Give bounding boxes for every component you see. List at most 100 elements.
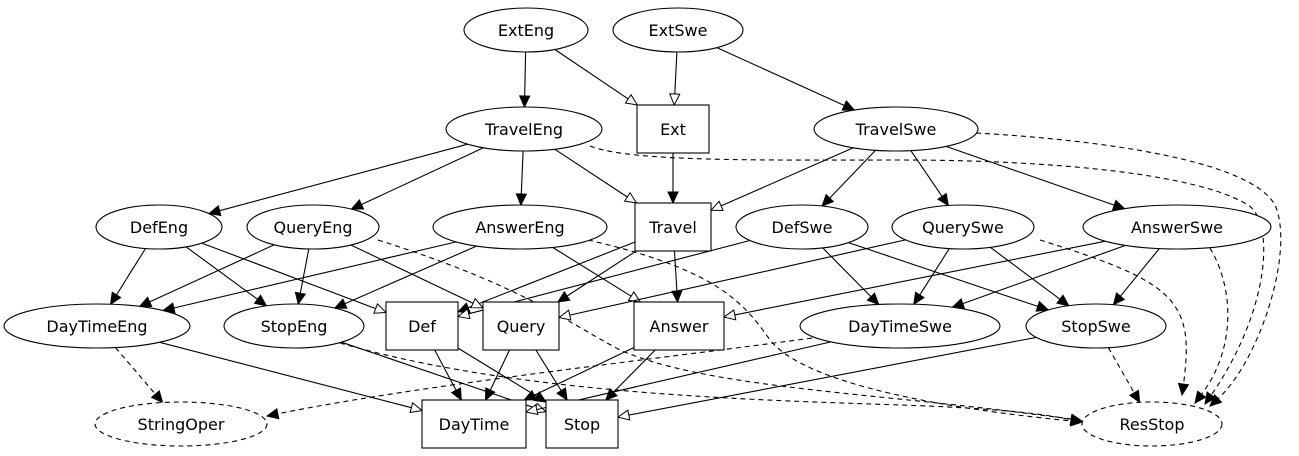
edge-travelswe-to-answerswe-arrowhead	[1111, 199, 1126, 211]
edge-defswe-to-daytimeswe-line	[822, 247, 872, 298]
edge-query-to-daytime-arrowhead	[484, 387, 496, 402]
edge-exteng-to-traveleng-arrowhead	[518, 95, 531, 109]
edge-extswe-to-travelswe-line	[716, 47, 845, 107]
edge-stopswe-to-stop	[616, 336, 1037, 421]
node-answer-label: Answer	[650, 317, 709, 336]
edge-defswe-to-def-arrowhead	[456, 308, 471, 320]
edge-queryswe-to-query	[557, 239, 906, 321]
edge-traveleng-to-defeng-line	[219, 143, 468, 212]
edge-answerswe-to-daytimeswe-line	[962, 244, 1126, 305]
node-daytimeswe-shape	[799, 303, 1001, 349]
node-traveleng-label: TravelEng	[484, 120, 563, 139]
edge-defeng-to-stopeng	[185, 246, 268, 307]
node-extswe: ExtSwe	[612, 7, 744, 53]
edge-stopswe-to-resstop-line	[1107, 347, 1135, 394]
edge-extswe-to-ext	[669, 51, 681, 107]
edge-extswe-to-travelswe	[716, 47, 856, 111]
node-queryeng: QueryEng	[246, 204, 380, 250]
node-answereng-shape	[432, 204, 608, 250]
edge-answereng-to-resstop-line	[587, 239, 1072, 422]
node-travel-label: Travel	[648, 218, 697, 237]
node-stringoper-label: StringOper	[138, 415, 225, 434]
node-answerswe-label: AnswerSwe	[1131, 218, 1223, 237]
edge-queryswe-to-resstop	[1039, 239, 1190, 397]
node-travel-shape	[634, 202, 712, 252]
edge-queryeng-to-query-arrowhead	[470, 297, 485, 309]
edge-travel-to-query	[556, 250, 637, 303]
edge-daytimeeng-to-stringoper	[115, 347, 164, 404]
edge-answereng-to-stopeng	[333, 245, 477, 309]
edge-travel-to-answer-line	[673, 250, 678, 292]
edge-stopswe-to-stop-arrowhead	[616, 409, 631, 421]
node-exteng: ExtEng	[463, 7, 589, 53]
edge-queryswe-to-query-arrowhead	[557, 309, 572, 321]
edge-travel-to-query-arrowhead	[556, 290, 571, 303]
edge-answereng-to-stopeng-line	[344, 245, 477, 305]
edge-exteng-to-ext	[554, 49, 639, 106]
edge-exteng-to-traveleng-line	[524, 51, 527, 97]
node-defswe-label: DefSwe	[772, 218, 833, 237]
edge-daytimeeng-to-daytime	[159, 341, 424, 414]
edge-travel-to-def-line	[467, 241, 636, 309]
edge-defeng-to-def-line	[201, 242, 376, 310]
edge-answer-to-daytime-arrowhead	[523, 389, 538, 401]
edge-traveleng-to-travel-arrowhead	[623, 191, 638, 204]
edge-exteng-to-ext-arrowhead	[624, 93, 639, 106]
edge-query-to-daytime-line	[489, 349, 510, 391]
node-queryswe-label: QuerySwe	[922, 218, 1004, 237]
edge-traveleng-to-queryeng-arrowhead	[350, 199, 365, 210]
edge-traveleng-to-defeng	[207, 143, 468, 217]
edge-defswe-to-stopswe-line	[848, 242, 1038, 307]
edge-queryswe-to-query-line	[569, 239, 906, 316]
node-stopswe-shape	[1025, 303, 1167, 349]
edge-queryeng-to-stopeng	[294, 248, 310, 306]
node-stopeng: StopEng	[223, 303, 365, 349]
node-queryswe-shape	[891, 204, 1035, 250]
edge-ext-to-travel-arrowhead	[667, 191, 679, 205]
edge-traveleng-to-travel-line	[554, 148, 628, 198]
node-extswe-label: ExtSwe	[649, 21, 708, 40]
node-travelswe-shape	[813, 106, 979, 152]
node-answerswe-shape	[1082, 204, 1272, 250]
edge-travelswe-to-defswe	[821, 149, 876, 207]
node-answerswe: AnswerSwe	[1082, 204, 1272, 250]
edge-answer-to-daytime-line	[533, 347, 635, 396]
edge-traveleng-to-defeng-arrowhead	[207, 205, 222, 217]
edge-traveleng-to-queryeng	[350, 147, 484, 210]
edge-defeng-to-def-arrowhead	[373, 302, 388, 314]
edge-traveleng-to-resstop-line	[589, 145, 1265, 396]
edge-answerswe-to-stopswe-line	[1119, 248, 1160, 297]
edge-exteng-to-ext-line	[554, 49, 629, 100]
edge-defeng-to-daytimeeng-arrowhead	[109, 291, 122, 306]
edge-defswe-to-stopswe-arrowhead	[1035, 300, 1050, 312]
edge-extswe-to-ext-arrowhead	[669, 93, 681, 107]
edge-def-to-daytime-line	[434, 349, 457, 391]
edge-queryswe-to-stopswe-arrowhead	[1056, 294, 1070, 307]
node-query-shape	[482, 301, 560, 351]
node-daytimeeng-shape	[3, 303, 191, 349]
edge-travelswe-to-travel-arrowhead	[709, 200, 724, 211]
edge-queryswe-to-stopswe	[989, 246, 1070, 307]
node-stringoper-shape	[94, 401, 268, 447]
edge-queryswe-to-stopswe-line	[989, 246, 1061, 300]
edge-daytimeswe-to-stringoper-arrowhead	[265, 408, 280, 420]
edge-stopeng-to-resstop-arrowhead	[1069, 413, 1084, 426]
edge-stopeng-to-stop-line	[341, 341, 536, 409]
node-stopeng-shape	[223, 303, 365, 349]
edge-traveleng-to-queryeng-line	[361, 147, 484, 205]
node-answereng-label: AnswerEng	[475, 218, 564, 237]
node-query: Query	[482, 301, 560, 351]
edge-defswe-to-stopswe	[848, 242, 1050, 312]
edge-answereng-to-daytimeeng-line	[173, 241, 457, 309]
edge-daytimeswe-to-daytime	[524, 341, 832, 416]
node-defeng-shape	[95, 204, 223, 250]
edge-exteng-to-traveleng	[518, 51, 531, 109]
edge-travelswe-to-queryswe-arrowhead	[937, 192, 949, 207]
edge-travelswe-to-defswe-line	[829, 149, 876, 199]
edge-queryeng-to-stopeng-line	[299, 248, 310, 294]
edge-queryswe-to-resstop-arrowhead	[1177, 382, 1190, 397]
node-daytimeeng-label: DayTimeEng	[46, 317, 147, 336]
node-daytime-label: DayTime	[439, 415, 510, 434]
node-stop: Stop	[545, 399, 619, 449]
